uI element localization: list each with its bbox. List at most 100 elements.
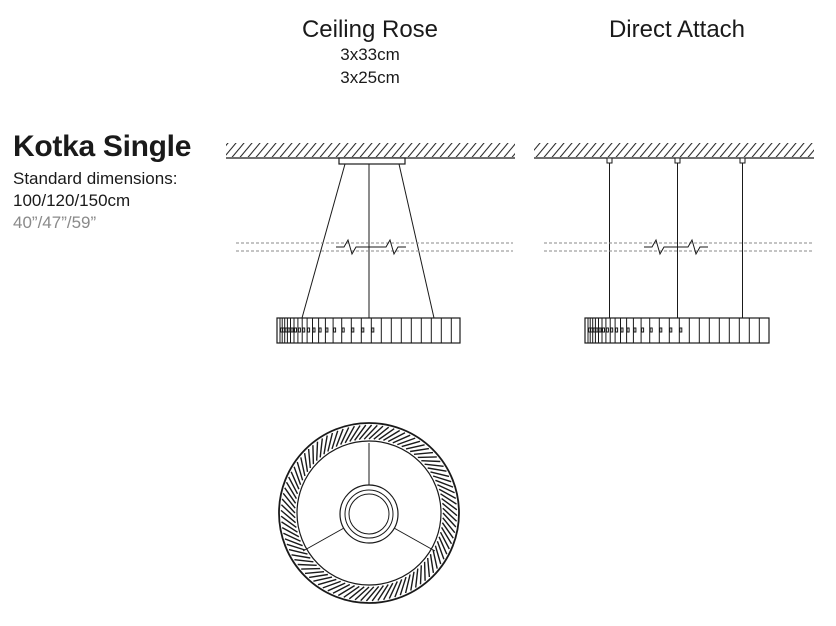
ring-fin <box>438 536 448 555</box>
ring-fin <box>365 585 380 602</box>
ring-fin <box>419 565 422 585</box>
ring-fin <box>296 461 304 481</box>
dimensions-inches: 40”/47”/59” <box>13 213 97 232</box>
outer-ring <box>278 422 460 604</box>
length-break <box>236 238 513 256</box>
ring-fin <box>281 498 296 514</box>
slat-detail <box>641 327 645 333</box>
attach-point <box>606 157 613 164</box>
slat-detail <box>620 327 624 333</box>
slat-detail <box>615 327 619 333</box>
ring-fin <box>378 428 395 441</box>
ring-fin <box>319 438 323 458</box>
length-break <box>544 238 812 256</box>
plan-view-diagram <box>278 422 460 604</box>
ring-fin <box>283 532 301 542</box>
slat-detail <box>605 327 609 333</box>
slat-detail <box>610 327 614 333</box>
ring-fin <box>323 435 328 455</box>
ring-fin <box>371 585 384 602</box>
ring-fin <box>430 471 450 478</box>
dimensions-cm: 100/120/150cm <box>13 191 131 210</box>
slat-detail <box>318 327 322 333</box>
slat-detail <box>626 327 630 333</box>
ring-fin <box>280 509 297 524</box>
ring-fin <box>308 573 329 579</box>
ring-fin <box>348 586 365 600</box>
ring-fin <box>421 460 441 463</box>
ring-fin <box>442 507 458 522</box>
ring-fin <box>401 440 421 448</box>
ring-fin <box>358 424 373 441</box>
ring-fin <box>284 538 303 547</box>
ring-fin <box>280 515 297 528</box>
ring-fin <box>432 549 438 569</box>
ring-fin <box>286 543 306 551</box>
ring-fin <box>377 584 389 601</box>
slat-detail <box>598 327 602 333</box>
slat-detail <box>679 327 683 333</box>
ring-fin <box>288 548 308 555</box>
ring-fin <box>424 463 444 467</box>
ring-fin <box>363 424 378 440</box>
ceiling-rose-plate <box>338 157 406 165</box>
ring-fin <box>429 553 435 574</box>
ring-fin <box>417 456 437 459</box>
ring-fin <box>432 475 452 483</box>
slat-detail <box>287 327 291 333</box>
suspension-cable <box>301 163 346 319</box>
standard-dimensions-label: Standard dimensions: <box>13 169 178 188</box>
ceiling-rose-size-2: 3x25cm <box>340 68 400 87</box>
ring-fin <box>294 559 314 563</box>
center-hub-mid <box>344 489 394 539</box>
ceiling-hatch <box>534 143 814 157</box>
ring-fin <box>423 561 426 581</box>
ring-fin <box>409 447 430 453</box>
ring-fin <box>442 512 457 528</box>
ring-fin <box>290 471 300 490</box>
ring-fin <box>427 557 431 578</box>
ring-fin <box>438 488 457 500</box>
ring-fin <box>397 437 416 446</box>
ring-fin <box>322 580 341 589</box>
ring-fin <box>335 428 344 447</box>
ring-fin <box>442 517 456 534</box>
ring-fin <box>392 434 411 444</box>
ring-fin <box>387 432 406 443</box>
ring-fin <box>327 582 346 592</box>
ring-fin <box>304 571 325 575</box>
ring-fin <box>349 425 361 442</box>
slat-detail <box>649 327 653 333</box>
ring-fin <box>281 526 300 538</box>
slat-detail <box>602 327 605 333</box>
ring-fin <box>383 429 401 441</box>
ring-fin <box>285 481 297 499</box>
ring-fin <box>284 487 297 504</box>
ring-fin <box>413 451 434 455</box>
ring-fin <box>317 578 337 586</box>
suspension-cable <box>398 163 435 319</box>
ring-fin <box>394 579 403 598</box>
ring-fin <box>340 427 350 445</box>
slat-detail <box>302 327 306 333</box>
slat-detail <box>361 327 365 333</box>
slat-detail <box>659 327 663 333</box>
ring-fin <box>427 467 447 472</box>
ring-fin <box>344 425 356 444</box>
ring-fin <box>439 531 450 550</box>
slat-detail <box>351 327 355 333</box>
ring-fin <box>281 521 298 533</box>
ring-fin <box>441 498 458 511</box>
inner-ring <box>296 440 442 586</box>
ring-fin <box>440 493 457 505</box>
ring-fin <box>300 457 306 477</box>
ring-fin <box>297 563 317 566</box>
ring-fin <box>399 576 407 596</box>
ring-fin <box>288 476 299 495</box>
attach-point <box>674 157 681 164</box>
slat-detail <box>633 327 637 333</box>
ring-fin <box>415 568 419 588</box>
ring-fin <box>301 567 321 570</box>
ring-fin <box>312 445 315 465</box>
